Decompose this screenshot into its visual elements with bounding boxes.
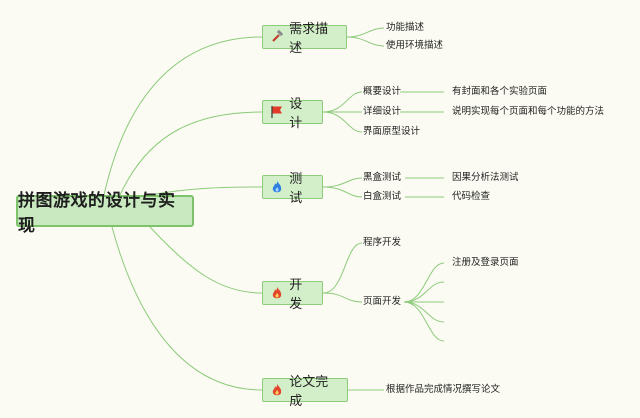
branch-node-design[interactable]: 设计 — [262, 97, 323, 131]
leaf-item[interactable]: 概要设计 — [363, 86, 402, 97]
leaf-item[interactable]: 功能描述 — [386, 22, 425, 33]
branch-label: 开发 — [289, 278, 303, 312]
leaf-item[interactable]: 白盒测试 — [363, 191, 402, 202]
leaf-item[interactable]: 因果分析法测试 — [452, 172, 519, 183]
blue-flame-icon — [269, 179, 284, 195]
leaf-item[interactable]: 使用环境描述 — [386, 40, 444, 51]
leaf-item[interactable]: 有封面和各个实验页面 — [452, 86, 548, 97]
leaf-item[interactable]: 程序开发 — [363, 237, 402, 248]
connector-root-test — [149, 186, 263, 196]
hammer-icon — [269, 29, 284, 45]
fire-icon — [269, 382, 284, 398]
connector-root-requirements — [103, 36, 263, 196]
branch-node-develop[interactable]: 开发 — [262, 278, 323, 312]
root-node[interactable]: 拼图游戏的设计与实现 — [16, 191, 194, 236]
red-flag-icon — [269, 104, 284, 120]
branch-node-test[interactable]: 测试 — [262, 172, 323, 206]
connector-root-thesis — [111, 226, 263, 391]
connector-root-design — [119, 111, 263, 196]
leaf-item[interactable]: 根据作品完成情况撰写论文 — [386, 384, 501, 395]
leaf-item[interactable]: 详细设计 — [363, 106, 402, 117]
branch-label: 需求描述 — [289, 22, 329, 56]
branch-node-thesis[interactable]: 论文完成 — [262, 375, 348, 409]
leaf-item[interactable]: 页面开发 — [363, 296, 402, 307]
fire-icon — [269, 285, 284, 301]
branch-label: 测试 — [289, 172, 303, 206]
branch-label: 设计 — [289, 97, 303, 131]
leaf-item[interactable]: 界面原型设计 — [363, 126, 421, 137]
connector-root-develop — [149, 226, 263, 294]
branch-label: 论文完成 — [289, 375, 329, 409]
leaf-item[interactable]: 注册及登录页面 — [452, 257, 519, 268]
leaf-item[interactable]: 黑盒测试 — [363, 172, 402, 183]
leaf-item[interactable]: 代码检查 — [452, 191, 491, 202]
leaf-item[interactable]: 说明实现每个页面和每个功能的方法 — [452, 106, 605, 117]
branch-node-requirements[interactable]: 需求描述 — [262, 22, 347, 56]
